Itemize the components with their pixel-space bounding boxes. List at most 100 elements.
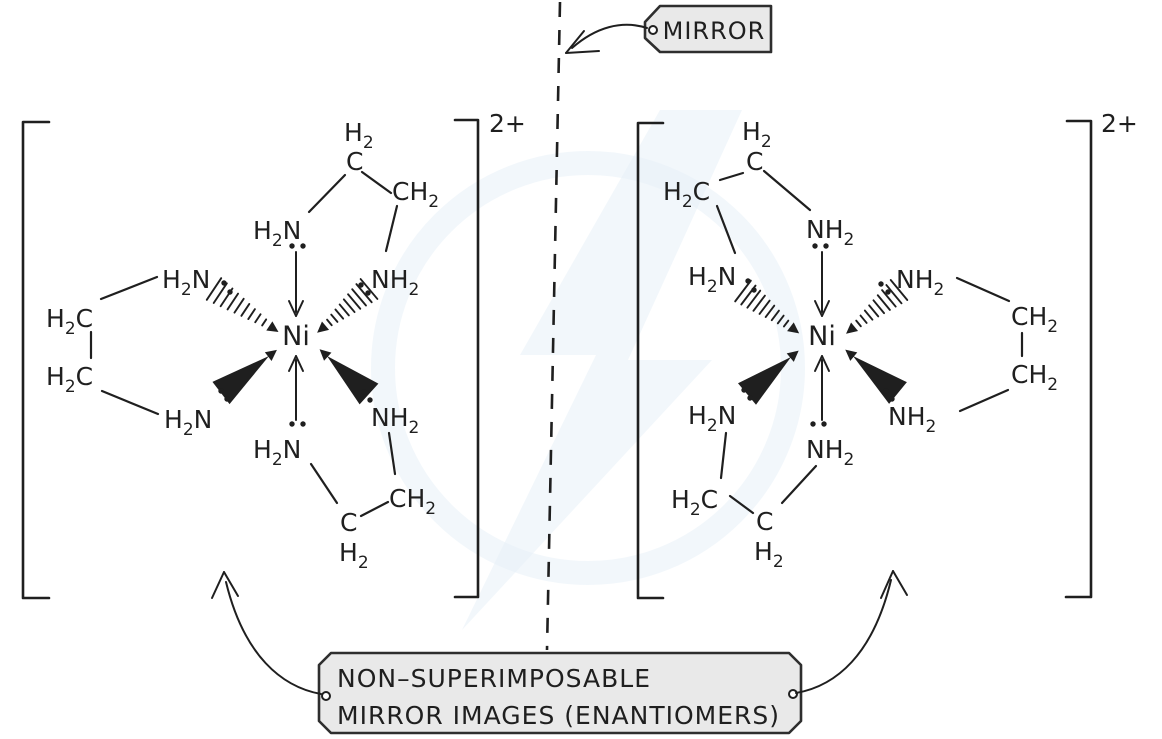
atom-label-chelate-left-lower: H2C <box>46 362 93 397</box>
wedge-arrowhead <box>787 322 800 334</box>
bond <box>780 464 818 505</box>
mirror-tag-label: MIRROR <box>663 17 766 45</box>
solid-wedge-bond <box>319 349 379 405</box>
arrow-barb <box>821 355 830 372</box>
lone-pair-dot <box>367 397 373 403</box>
wedge-body <box>853 356 907 404</box>
wedge-arrowhead <box>266 321 279 332</box>
wedge-arrowhead <box>317 321 330 333</box>
bracket <box>1064 119 1093 599</box>
bracket <box>636 121 665 600</box>
hash-stripe <box>326 318 333 327</box>
bond <box>309 462 339 505</box>
left-curved-arrow <box>211 571 322 695</box>
charge-label: 2+ <box>1101 109 1138 138</box>
hash-stripe <box>872 299 886 315</box>
hash-stripe <box>758 299 771 315</box>
arrow-barb <box>295 355 304 372</box>
hash-stripe <box>233 297 245 314</box>
lone-pair-dot <box>227 289 233 295</box>
hash-stripe <box>355 283 373 304</box>
tag-pointer-barb <box>565 50 600 54</box>
hashed-wedge-bond <box>205 277 279 332</box>
hash-stripe <box>881 289 897 308</box>
arrow-barb <box>814 300 823 317</box>
caption-line1: NON–SUPERIMPOSABLE <box>337 664 651 693</box>
hash-stripe <box>261 318 268 327</box>
lone-pair-dot <box>751 287 757 293</box>
hash-stripe <box>330 313 339 323</box>
wedge-arrowhead <box>786 350 799 362</box>
bond <box>719 431 728 480</box>
hash-stripe <box>855 319 862 328</box>
curve <box>225 581 322 695</box>
hash-stripe <box>338 303 350 317</box>
tag-hole <box>788 689 798 699</box>
tag-pointer-barb <box>565 30 585 54</box>
bracket <box>453 118 480 599</box>
caption-line2: MIRROR IMAGES (ENANTIOMERS) <box>337 701 780 730</box>
lone-pair-dot <box>224 396 230 402</box>
charge-label: 2+ <box>489 109 526 138</box>
hash-stripe <box>764 304 776 318</box>
atom-label-amine-lower-right: NH2 <box>888 402 936 437</box>
watermark-bolt <box>462 110 742 630</box>
lone-pair-dot <box>747 395 753 401</box>
curve <box>795 579 892 694</box>
atom-label-chelate-left-upper: H2C <box>46 304 93 339</box>
hashed-wedge-bond <box>317 278 379 333</box>
tag-pointer-curve <box>571 23 648 49</box>
hash-stripe <box>863 309 874 321</box>
atom-label-bottom-c: C <box>756 507 773 536</box>
hash-stripe <box>342 298 356 314</box>
bond <box>715 204 737 255</box>
lone-pair-dot <box>289 421 295 427</box>
arrow-barb <box>892 570 908 596</box>
bond <box>99 275 159 301</box>
atom-label-amine-top: NH2 <box>806 215 854 250</box>
lone-pair-dot <box>889 396 895 402</box>
metal-label: Ni <box>808 321 836 352</box>
hash-stripe <box>226 292 240 311</box>
atom-label-chelate-right-lower: CH2 <box>1011 360 1058 395</box>
bond <box>100 389 160 416</box>
atom-label-top-right-ch2: CH2 <box>392 177 439 212</box>
bond <box>307 173 347 214</box>
wedge-body <box>737 357 791 405</box>
bond <box>728 494 755 515</box>
lone-pair-dot <box>741 387 747 393</box>
tag-hole <box>648 25 658 35</box>
atom-label-amine-lower-left: H2N <box>688 401 736 436</box>
metal-label: Ni <box>282 321 310 352</box>
wedge-arrowhead <box>845 349 858 361</box>
watermark-ring <box>371 151 805 585</box>
atom-label-bottom-right-ch2: CH2 <box>389 484 436 519</box>
hash-stripe <box>746 289 762 309</box>
wedge-arrowhead <box>846 322 859 334</box>
lone-pair-dot <box>361 389 367 395</box>
bond <box>762 169 812 212</box>
mirror-tag-shape <box>643 4 773 54</box>
hash-stripe <box>752 294 766 312</box>
hash-stripe <box>351 288 367 307</box>
watermark <box>371 110 805 630</box>
lone-pair-dot <box>810 421 816 427</box>
dative-arrow <box>814 251 830 317</box>
lone-pair-dot <box>878 281 884 287</box>
hash-stripe <box>334 308 345 320</box>
lone-pair-dot <box>823 243 829 249</box>
hash-stripe <box>247 308 256 320</box>
atom-label-amine-bottom: NH2 <box>806 435 854 470</box>
arrow-barb <box>223 571 239 597</box>
wedge-body <box>327 356 379 405</box>
lone-pair-dot <box>812 243 818 249</box>
mirror-line <box>545 1 562 651</box>
atom-label-bottom-h2: H2 <box>754 537 784 572</box>
arrow-barb <box>211 571 225 599</box>
hash-stripe <box>212 282 228 304</box>
arrow-barb <box>814 355 823 372</box>
bond <box>387 431 397 476</box>
